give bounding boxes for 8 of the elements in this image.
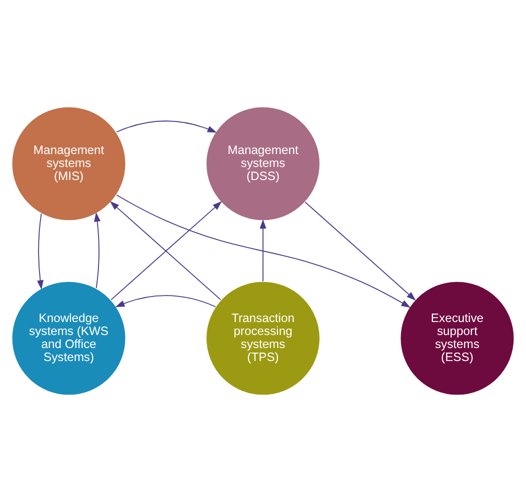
node-circle: Transaction processing systems (TPS): [206, 280, 320, 396]
arrow: [37, 212, 44, 290]
arrow: [94, 212, 101, 288]
arrow: [260, 218, 266, 282]
arrow: [116, 194, 411, 308]
arrow: [116, 120, 217, 132]
arrow: [115, 294, 216, 307]
arrow: [304, 201, 416, 300]
